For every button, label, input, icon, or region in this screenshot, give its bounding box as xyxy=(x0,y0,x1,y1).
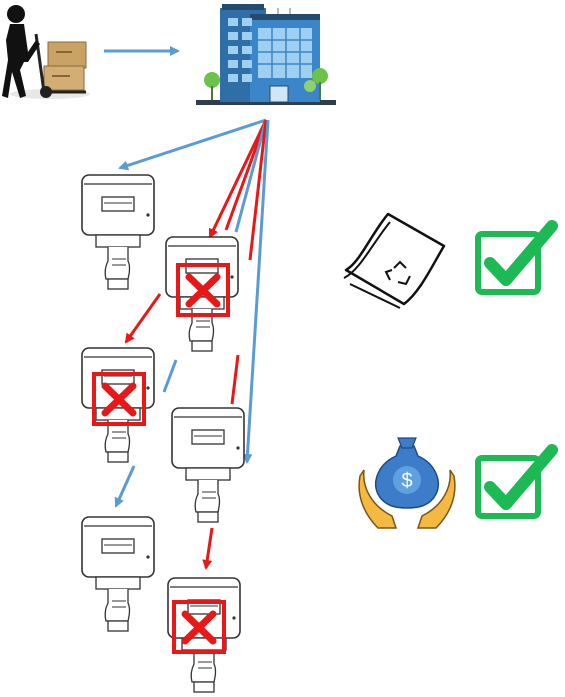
green-checkmark-icon xyxy=(478,226,552,292)
money-bag-in-hands-icon: $ xyxy=(358,437,456,529)
dispenser-6 xyxy=(167,577,241,693)
green-checkmark-icon xyxy=(478,450,552,516)
dispenser-2 xyxy=(165,236,239,352)
recycled-paper-icon xyxy=(343,212,446,309)
dispenser-arrows xyxy=(114,293,240,570)
svg-text:$: $ xyxy=(401,470,412,492)
office-building-icon xyxy=(196,4,336,105)
distribution-arrows xyxy=(118,118,270,464)
dispenser-4 xyxy=(171,407,245,523)
dispenser-1 xyxy=(81,174,155,290)
dispenser-3 xyxy=(81,347,155,463)
dispenser-5 xyxy=(81,516,155,632)
supplier-hand-truck-icon xyxy=(2,5,90,99)
